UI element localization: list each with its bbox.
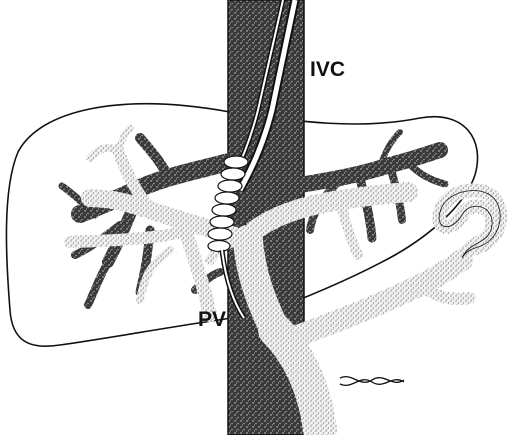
ivc-label: IVC: [310, 58, 345, 81]
pv-label: PV: [198, 308, 226, 331]
twisted-vessel-symbol: [340, 377, 404, 386]
